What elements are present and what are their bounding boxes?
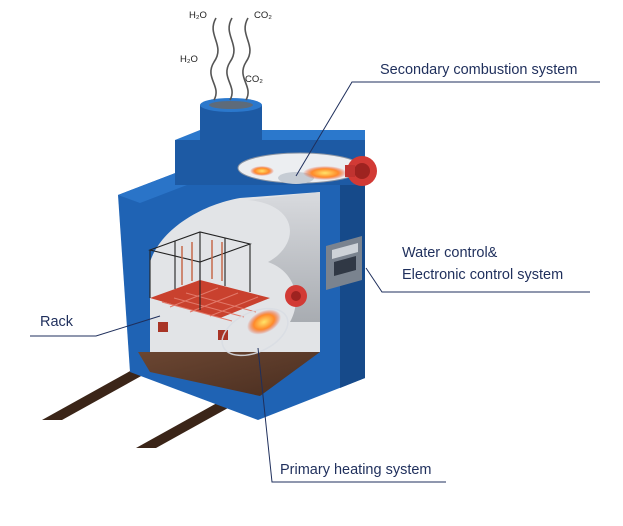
steam-wisps bbox=[210, 17, 251, 101]
water-control-label-line2: Electronic control system bbox=[402, 267, 564, 283]
h2o-mid-label: H₂O bbox=[180, 54, 198, 65]
water-control-label-line1: Water control& bbox=[402, 245, 498, 261]
control-panel bbox=[326, 236, 362, 290]
co2-bottom-label: CO₂ bbox=[245, 74, 263, 85]
primary-heater bbox=[221, 285, 307, 357]
h2o-top-label: H₂O bbox=[189, 10, 207, 21]
burner bbox=[345, 156, 377, 186]
secondary-combustion-label: Secondary combustion system bbox=[380, 62, 578, 78]
co2-top-label: CO₂ bbox=[254, 10, 272, 21]
secondary-combustion-window bbox=[237, 152, 363, 184]
chimney bbox=[200, 98, 262, 157]
leader-lines bbox=[30, 81, 600, 483]
primary-heating-label: Primary heating system bbox=[280, 462, 432, 478]
rack-label: Rack bbox=[40, 314, 74, 330]
